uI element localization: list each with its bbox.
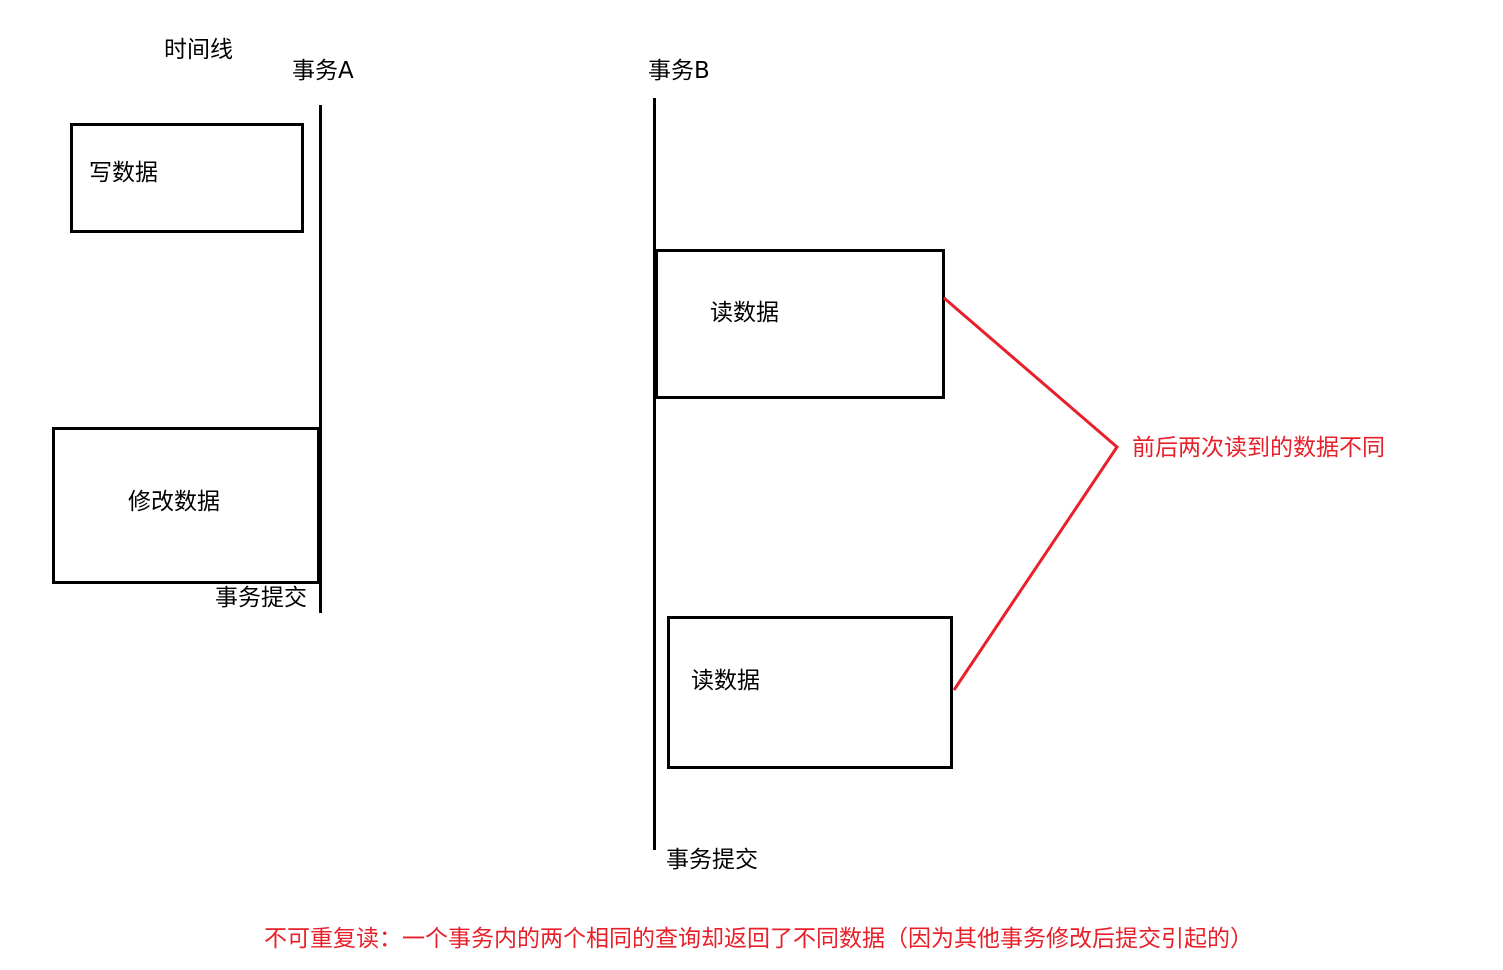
transaction-a-commit: 事务提交 xyxy=(215,585,307,611)
modify-data-label: 修改数据 xyxy=(128,489,220,515)
write-data-label: 写数据 xyxy=(89,160,158,186)
transaction-b-title: 事务B xyxy=(648,58,710,84)
second-read-label: 读数据 xyxy=(691,668,760,694)
write-data-box: 写数据 xyxy=(70,123,304,233)
first-read-label: 读数据 xyxy=(710,300,779,326)
modify-data-box: 修改数据 xyxy=(52,427,320,584)
timeline-label: 时间线 xyxy=(164,37,233,63)
second-read-box: 读数据 xyxy=(667,616,953,769)
difference-annotation: 前后两次读到的数据不同 xyxy=(1132,435,1385,461)
transaction-b-commit: 事务提交 xyxy=(666,847,758,873)
definition-caption: 不可重复读：一个事务内的两个相同的查询却返回了不同数据（因为其他事务修改后提交引… xyxy=(264,926,1253,952)
transaction-a-title: 事务A xyxy=(292,58,354,84)
bracket-line xyxy=(943,296,1119,691)
first-read-box: 读数据 xyxy=(655,249,945,399)
transaction-a-timeline xyxy=(319,105,322,613)
transaction-b-timeline xyxy=(653,98,656,850)
